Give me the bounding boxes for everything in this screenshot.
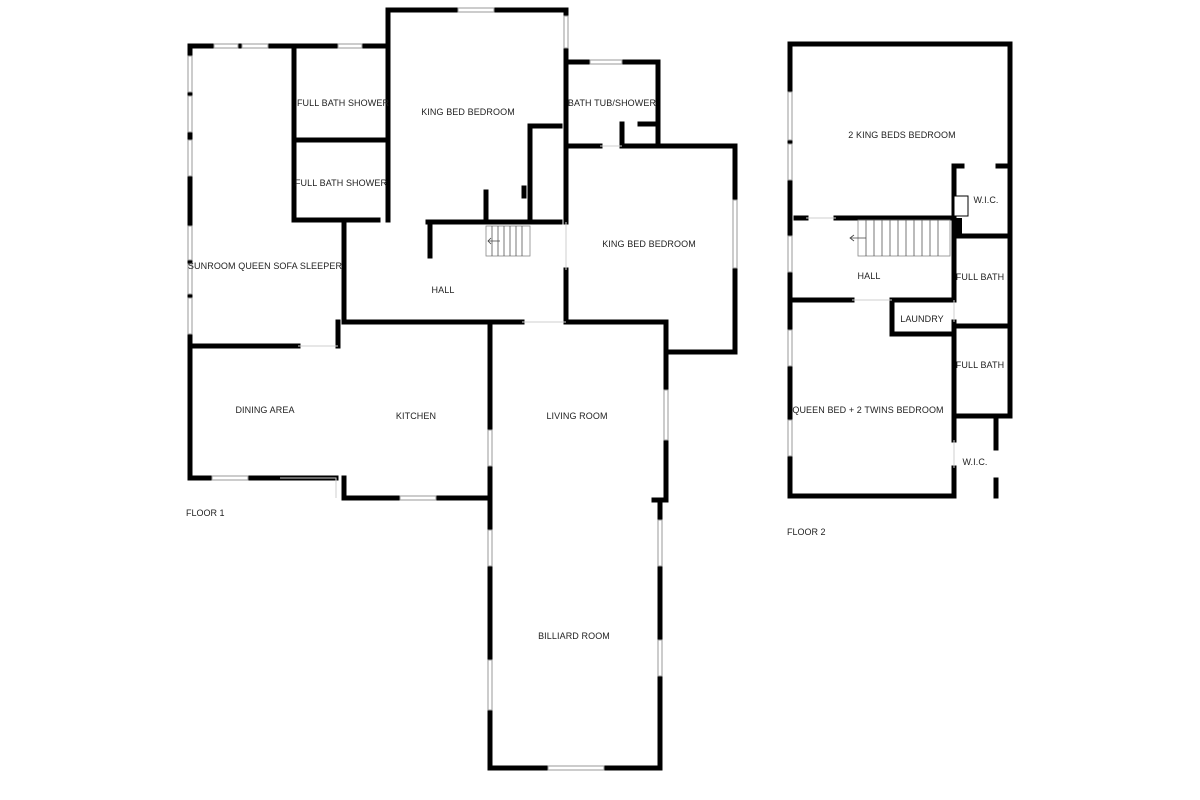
room-label-king-bed-bedroom-2: KING BED BEDROOM bbox=[602, 239, 696, 249]
floor-1-walls bbox=[187, 7, 738, 771]
chimney-block bbox=[952, 218, 962, 236]
room-label-sunroom: SUNROOM QUEEN SOFA SLEEPER bbox=[188, 261, 343, 271]
room-label-2-king-beds-bedroom: 2 KING BEDS BEDROOM bbox=[848, 130, 955, 140]
room-label-laundry: LAUNDRY bbox=[900, 314, 944, 324]
room-labels: FULL BATH SHOWER KING BED BEDROOM BATH T… bbox=[188, 98, 1004, 641]
floor-2-openings bbox=[806, 217, 955, 468]
room-label-hall-floor-2: HALL bbox=[858, 271, 881, 281]
room-label-full-bath-shower-1: FULL BATH SHOWER bbox=[297, 98, 390, 108]
floor-1-label: FLOOR 1 bbox=[186, 508, 225, 518]
room-label-queen-bed-2-twins: QUEEN BED + 2 TWINS BEDROOM bbox=[792, 405, 943, 415]
floor-1-stairs bbox=[485, 225, 531, 257]
room-label-king-bed-bedroom-1: KING BED BEDROOM bbox=[421, 107, 515, 117]
room-label-billiard-room: BILLIARD ROOM bbox=[538, 631, 610, 641]
room-label-hall-floor-1: HALL bbox=[432, 285, 455, 295]
floor-2-windows bbox=[787, 91, 793, 457]
room-label-wic-1: W.I.C. bbox=[973, 195, 998, 205]
room-label-full-bath-shower-2: FULL BATH SHOWER bbox=[295, 178, 388, 188]
room-label-full-bath-2: FULL BATH bbox=[956, 360, 1004, 370]
room-label-dining-area: DINING AREA bbox=[235, 405, 294, 415]
room-label-kitchen: KITCHEN bbox=[396, 411, 436, 421]
room-label-living-room: LIVING ROOM bbox=[546, 411, 607, 421]
wic-door-frame bbox=[953, 195, 969, 217]
room-label-full-bath-1: FULL BATH bbox=[956, 272, 1004, 282]
floor-2-stairs bbox=[849, 219, 951, 257]
room-label-wic-2: W.I.C. bbox=[962, 457, 987, 467]
floor-1-openings bbox=[280, 145, 622, 498]
room-label-bath-tub-shower: BATH TUB/SHOWER bbox=[568, 98, 657, 108]
floor-1-windows bbox=[187, 7, 738, 771]
floor-2-walls bbox=[787, 41, 1013, 499]
floor-2-label: FLOOR 2 bbox=[787, 527, 826, 537]
